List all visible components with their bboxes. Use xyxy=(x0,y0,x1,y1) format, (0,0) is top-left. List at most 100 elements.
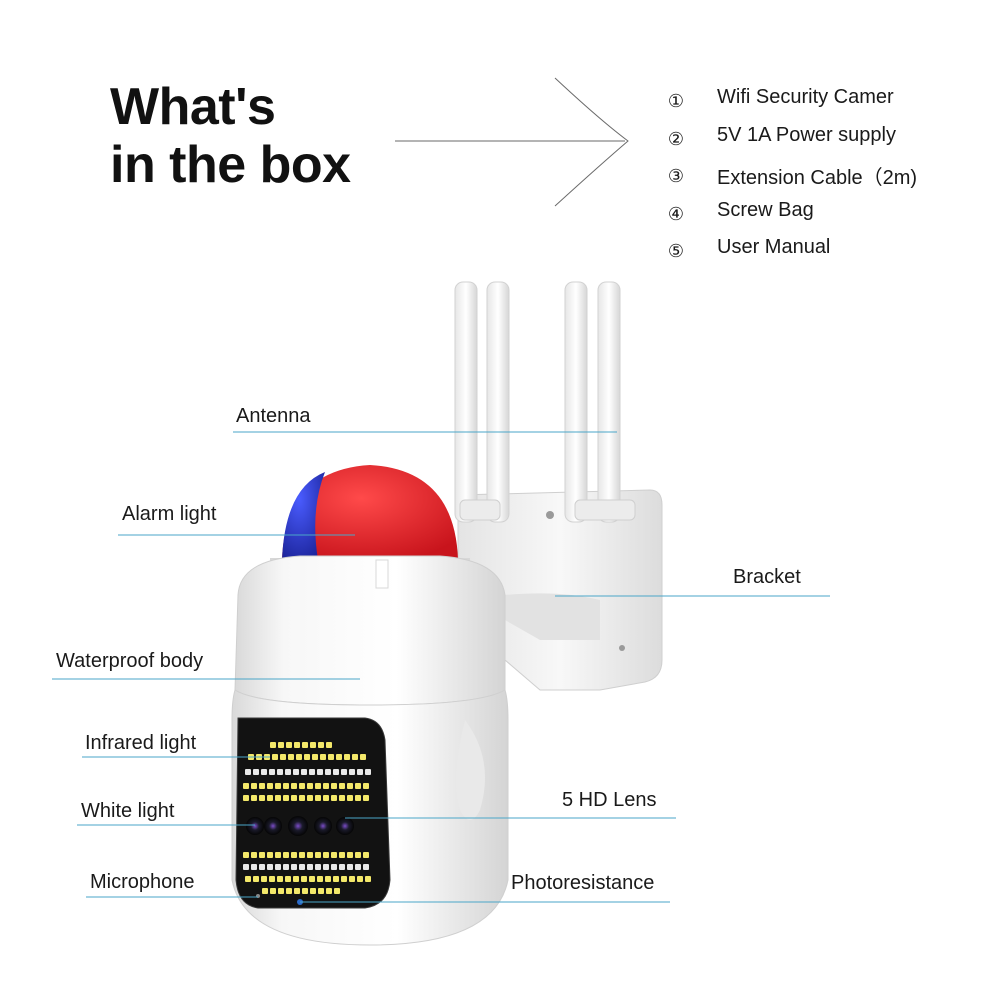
circled-number-2: ② xyxy=(667,128,685,149)
lens-icon xyxy=(314,817,332,835)
lens-icon xyxy=(264,817,282,835)
led-icon xyxy=(347,852,353,858)
led-icon xyxy=(323,783,329,789)
led-icon xyxy=(339,852,345,858)
led-icon xyxy=(262,888,268,894)
title-line-1: What's xyxy=(110,78,276,136)
led-icon xyxy=(267,852,273,858)
led-icon xyxy=(270,742,276,748)
led-icon xyxy=(309,769,315,775)
led-icon xyxy=(251,783,257,789)
led-icon xyxy=(312,754,318,760)
led-icon xyxy=(325,876,331,882)
led-icon xyxy=(307,852,313,858)
led-icon xyxy=(299,852,305,858)
bracket-part xyxy=(457,489,663,691)
white-light-label: White light xyxy=(81,800,175,822)
led-icon xyxy=(261,876,267,882)
led-icon xyxy=(341,769,347,775)
led-icon xyxy=(363,795,369,801)
led-icon xyxy=(253,769,259,775)
led-icon xyxy=(315,864,321,870)
led-icon xyxy=(331,795,337,801)
led-icon xyxy=(302,742,308,748)
led-icon xyxy=(291,864,297,870)
led-icon xyxy=(259,864,265,870)
led-icon xyxy=(333,876,339,882)
led-icon xyxy=(259,852,265,858)
led-icon xyxy=(315,795,321,801)
led-icon xyxy=(347,795,353,801)
led-icon xyxy=(326,888,332,894)
led-icon xyxy=(283,795,289,801)
led-icon xyxy=(317,769,323,775)
led-icon xyxy=(325,769,331,775)
led-icon xyxy=(296,754,302,760)
led-icon xyxy=(267,864,273,870)
led-icon xyxy=(326,742,332,748)
led-icon xyxy=(267,795,273,801)
led-icon xyxy=(299,783,305,789)
led-icon xyxy=(317,876,323,882)
led-icon xyxy=(307,864,313,870)
led-icon xyxy=(328,754,334,760)
led-icon xyxy=(259,783,265,789)
led-icon xyxy=(251,864,257,870)
led-icon xyxy=(278,742,284,748)
led-icon xyxy=(293,876,299,882)
led-icon xyxy=(288,754,294,760)
led-icon xyxy=(355,852,361,858)
circled-number-4: ④ xyxy=(667,203,685,224)
led-icon xyxy=(291,783,297,789)
circled-number-3: ③ xyxy=(667,166,685,186)
list-item-label: Extension Cable（2m) xyxy=(717,167,918,189)
title-line-2: in the box xyxy=(110,136,351,194)
circled-number-5: ⑤ xyxy=(667,241,685,261)
lens-label: 5 HD Lens xyxy=(562,789,657,811)
led-icon xyxy=(318,742,324,748)
led-icon xyxy=(294,742,300,748)
lens-icon xyxy=(336,817,354,835)
led-icon xyxy=(243,795,249,801)
led-icon xyxy=(363,852,369,858)
led-icon xyxy=(299,795,305,801)
led-icon xyxy=(278,888,284,894)
led-icon xyxy=(277,769,283,775)
leader-lines xyxy=(52,431,830,903)
led-icon xyxy=(286,888,292,894)
led-icon xyxy=(261,769,267,775)
led-icon xyxy=(277,876,283,882)
led-icon xyxy=(299,864,305,870)
led-icon xyxy=(318,888,324,894)
led-icon xyxy=(245,876,251,882)
led-icon xyxy=(360,754,366,760)
led-icon xyxy=(352,754,358,760)
list-item-label: Wifi Security Camer xyxy=(717,86,894,108)
led-icon xyxy=(310,888,316,894)
led-icon xyxy=(320,754,326,760)
led-icon xyxy=(270,888,276,894)
led-icon xyxy=(251,795,257,801)
led-icon xyxy=(269,769,275,775)
led-icon xyxy=(331,864,337,870)
led-icon xyxy=(349,876,355,882)
waterproof-body-label: Waterproof body xyxy=(56,650,204,672)
arrow-icon xyxy=(395,77,629,207)
led-icon xyxy=(253,876,259,882)
led-icon xyxy=(286,742,292,748)
led-icon xyxy=(331,852,337,858)
lens-array xyxy=(246,816,354,836)
led-icon xyxy=(310,742,316,748)
camera-body xyxy=(231,555,509,946)
list-item-label: User Manual xyxy=(717,236,831,258)
led-icon xyxy=(291,795,297,801)
list-item-label: Screw Bag xyxy=(717,198,814,221)
led-icon xyxy=(283,864,289,870)
led-icon xyxy=(294,888,300,894)
led-icon xyxy=(243,864,249,870)
led-icon xyxy=(251,852,257,858)
led-icon xyxy=(304,754,310,760)
led-icon xyxy=(355,783,361,789)
alarm-light-label: Alarm light xyxy=(122,503,217,525)
led-icon xyxy=(323,795,329,801)
